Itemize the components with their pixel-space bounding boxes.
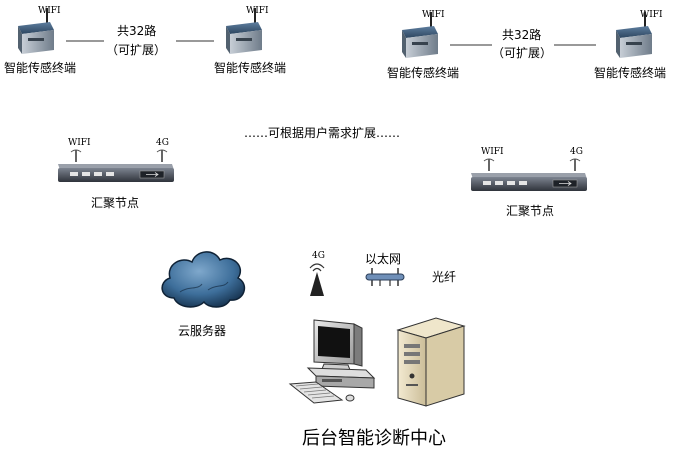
channel-count: 共32路 xyxy=(502,28,542,42)
connection-line xyxy=(450,44,596,46)
expandable-note: （可扩展） xyxy=(492,46,553,60)
wifi-label: WIFI xyxy=(422,10,445,20)
server-icon xyxy=(396,317,466,407)
router-icon xyxy=(471,158,587,191)
sensor-terminal-icon xyxy=(18,8,54,54)
wifi-label: WIFI xyxy=(68,138,91,148)
wifi-label: WIFI xyxy=(38,6,61,16)
terminal-label: 智能传感终端 xyxy=(594,66,667,80)
sensor-terminal-icon xyxy=(402,12,438,58)
aggregation-label: 汇聚节点 xyxy=(91,196,140,210)
terminal-label: 智能传感终端 xyxy=(387,66,460,80)
channel-count: 共32路 xyxy=(117,24,157,38)
center-title: 后台智能诊断中心 xyxy=(302,428,446,449)
antenna-icon xyxy=(309,263,325,296)
g4-label: 4G xyxy=(156,138,169,148)
sensor-terminal-icon xyxy=(226,8,262,54)
wifi-label: WIFI xyxy=(481,147,504,157)
g4-link-label: 4G xyxy=(312,251,325,261)
workstation-icon xyxy=(288,319,376,404)
connection-line xyxy=(66,40,214,42)
expand-note: ……可根据用户需求扩展…… xyxy=(244,126,401,140)
terminal-label: 智能传感终端 xyxy=(4,61,77,75)
sensor-terminal-icon xyxy=(616,12,652,58)
cloud-icon xyxy=(161,251,246,308)
cloud-label: 云服务器 xyxy=(178,324,227,338)
g4-label: 4G xyxy=(570,147,583,157)
wifi-label: WIFI xyxy=(640,10,663,20)
router-icon xyxy=(58,149,174,182)
terminal-label: 智能传感终端 xyxy=(214,61,287,75)
ethernet-icon xyxy=(365,268,405,286)
expandable-note: （可扩展） xyxy=(106,43,167,57)
fiber-label: 光纤 xyxy=(432,270,457,284)
ethernet-label: 以太网 xyxy=(365,252,402,266)
wifi-label: WIFI xyxy=(246,6,269,16)
aggregation-label: 汇聚节点 xyxy=(506,204,555,218)
